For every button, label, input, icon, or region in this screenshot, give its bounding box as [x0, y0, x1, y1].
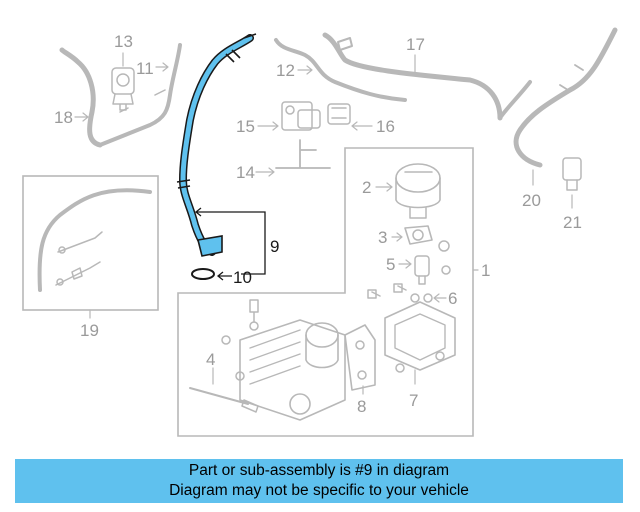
- callout-21: 21: [563, 213, 582, 232]
- callout-15: 15: [236, 117, 255, 136]
- leader-18: [74, 112, 89, 122]
- gasket-10-drawing: [191, 268, 215, 280]
- leader-5: [398, 259, 412, 269]
- leader-2: [375, 182, 393, 192]
- callout-10: 10: [233, 268, 252, 287]
- gasket-3-drawing: [404, 225, 450, 252]
- tube-20-drawing: [498, 27, 618, 168]
- assembly-1-box: [177, 147, 474, 437]
- bracket-7-drawing: [384, 301, 456, 373]
- bolt-4-drawing: [189, 387, 259, 413]
- leader-3: [391, 232, 403, 242]
- leader-9: [194, 207, 266, 275]
- leader-6: [433, 293, 447, 303]
- leader-11: [155, 62, 169, 72]
- callout-1: 1: [481, 261, 490, 280]
- valve-15-drawing: [281, 101, 321, 131]
- bracket-8-drawing: [344, 324, 376, 391]
- callout-16: 16: [376, 117, 395, 136]
- valve-13-drawing: [111, 67, 135, 111]
- leader-16: [351, 121, 373, 131]
- caption-line-2: Diagram may not be specific to your vehi…: [169, 482, 469, 499]
- callout-14: 14: [236, 163, 255, 182]
- wire-19-drawing: [37, 188, 152, 292]
- parts-diagram: 13 11 18 19 12 17 15 16 14: [22, 27, 618, 437]
- callout-3: 3: [378, 228, 387, 247]
- callout-2: 2: [362, 178, 371, 197]
- sensor-16-drawing: [327, 103, 351, 125]
- callout-5: 5: [386, 255, 395, 274]
- callout-4: 4: [206, 350, 215, 369]
- caption-bar: Part or sub-assembly is #9 in diagram Di…: [15, 459, 623, 503]
- callout-8: 8: [357, 397, 366, 416]
- leader-14: [255, 167, 275, 177]
- pipe-12-drawing: [274, 38, 407, 102]
- callout-7: 7: [409, 391, 418, 410]
- leader-15: [257, 121, 279, 131]
- callout-20: 20: [522, 191, 541, 210]
- egr-valve-2-drawing: [395, 163, 441, 219]
- washers-6-drawing: [367, 283, 433, 303]
- callout-13: 13: [114, 32, 133, 51]
- callout-19: 19: [80, 321, 99, 340]
- hose-17-drawing: [322, 32, 503, 121]
- egr-pipe-9-highlighted: [176, 33, 257, 257]
- callout-9: 9: [270, 237, 279, 256]
- sensor-21-drawing: [562, 157, 582, 191]
- caption-line-1: Part or sub-assembly is #9 in diagram: [188, 462, 450, 479]
- callout-6: 6: [448, 289, 457, 308]
- callout-18: 18: [54, 108, 73, 127]
- sensor-5-drawing: [414, 255, 451, 285]
- leader-10: [216, 271, 232, 281]
- egr-cooler-drawing: [221, 299, 346, 421]
- bracket-14-drawing: [275, 139, 331, 169]
- callout-11: 11: [136, 59, 154, 78]
- hose-18-drawing: [59, 43, 182, 148]
- callout-12: 12: [276, 61, 295, 80]
- leader-12: [297, 65, 313, 75]
- callout-17: 17: [406, 35, 425, 54]
